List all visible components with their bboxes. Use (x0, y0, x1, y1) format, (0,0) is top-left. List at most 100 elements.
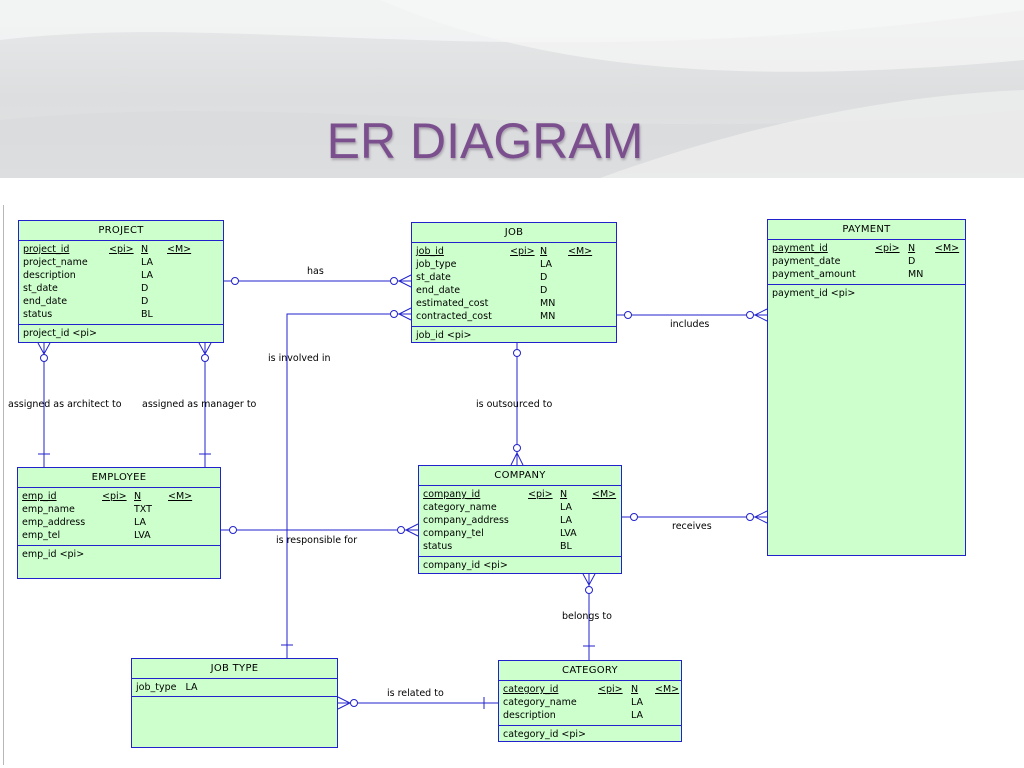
attribute-type: MN (540, 298, 556, 309)
entity-payment[interactable]: PAYMENT payment_id <pi> N <M> payment_da… (767, 219, 966, 556)
attribute-row: project_id <pi> N <M> (23, 243, 223, 256)
entity-category[interactable]: CATEGORY category_id <pi> N <M> category… (498, 660, 682, 742)
attribute-pi: <pi> (528, 489, 553, 500)
attribute-row: estimated_cost MN (416, 297, 616, 310)
attribute-row: emp_tel LVA (22, 529, 220, 542)
identifier: category_id <pi> (503, 729, 587, 740)
attribute-row: payment_amount MN (772, 268, 965, 281)
entity-company[interactable]: COMPANY company_id <pi> N <M> category_n… (418, 465, 622, 574)
attribute-type: LVA (560, 528, 577, 539)
attribute-type: BL (560, 541, 572, 552)
attribute-name: contracted_cost (416, 311, 492, 322)
attribute-name: payment_amount (772, 269, 856, 280)
relationship-label-includes: includes (670, 319, 710, 330)
identifier: emp_id <pi> (22, 549, 85, 560)
attribute-row: emp_id <pi> N <M> (22, 490, 220, 503)
entity-name: PAYMENT (768, 220, 965, 240)
attribute-list: emp_id <pi> N <M> emp_name TXT emp_addres… (18, 488, 220, 546)
attribute-name: emp_name (22, 504, 75, 515)
relationship-label-belongs-to: belongs to (562, 611, 612, 622)
attribute-name: estimated_cost (416, 298, 489, 309)
attribute-type: N (141, 244, 149, 255)
identifier: job_id <pi> (416, 330, 472, 341)
entity-name: PROJECT (19, 221, 223, 241)
attribute-type: MN (908, 269, 924, 280)
attribute-name: payment_date (772, 256, 841, 267)
slide-frame-edge (3, 205, 4, 765)
attribute-pi: <pi> (102, 491, 127, 502)
attribute-type: N (560, 489, 568, 500)
attribute-type: LA (631, 697, 644, 708)
relationship-label-is-involved-in: is involved in (268, 353, 331, 364)
attribute-row: company_tel LVA (423, 527, 621, 540)
attribute-type: LA (631, 710, 644, 721)
attribute-name: job_id (416, 246, 444, 257)
attribute-pi: <pi> (109, 244, 134, 255)
attribute-name: job_type (416, 259, 457, 270)
attribute-pi: <pi> (875, 243, 900, 254)
attribute-row: company_id <pi> N <M> (423, 488, 621, 501)
attribute-type: LA (560, 515, 573, 526)
identifier: project_id <pi> (23, 328, 98, 339)
attribute-name: emp_id (22, 491, 57, 502)
attribute-mandatory: <M> (655, 684, 680, 695)
attribute-type: D (540, 285, 548, 296)
attribute-type: LA (134, 517, 147, 528)
relationship-label-has: has (307, 266, 324, 277)
attribute-type: BL (141, 309, 153, 320)
attribute-mandatory: <M> (167, 244, 192, 255)
attribute-row: job_id <pi> N <M> (416, 245, 616, 258)
attribute-mandatory: <M> (935, 243, 960, 254)
entity-name: JOB TYPE (132, 659, 337, 679)
attribute-row: status BL (423, 540, 621, 553)
attribute-name: company_address (423, 515, 509, 526)
attribute-name: end_date (416, 285, 461, 296)
attribute-type: LA (141, 257, 154, 268)
attribute-mandatory: <M> (568, 246, 593, 257)
header-swoosh-decoration (0, 0, 1024, 178)
attribute-type: LA (560, 502, 573, 513)
attribute-name: status (423, 541, 453, 552)
entity-name: JOB (412, 223, 616, 243)
relationship-label-is-responsible-for: is responsible for (276, 535, 358, 546)
attribute-type: D (540, 272, 548, 283)
entity-name: COMPANY (419, 466, 621, 486)
entity-project[interactable]: PROJECT project_id <pi> N <M> project_na… (18, 220, 224, 343)
page-title: ER DIAGRAM (326, 113, 644, 169)
attribute-name: category_id (503, 684, 559, 695)
attribute-row: project_name LA (23, 256, 223, 269)
attribute-name: project_name (23, 257, 88, 268)
attribute-name: category_name (503, 697, 577, 708)
attribute-type: TXT (134, 504, 152, 515)
attribute-type: D (141, 283, 149, 294)
attribute-name: emp_tel (22, 530, 61, 541)
entity-job-type[interactable]: JOB TYPE job_type LA (131, 658, 338, 748)
attribute-list: project_id <pi> N <M> project_name LA des… (19, 241, 223, 325)
attribute-type: N (908, 243, 916, 254)
attribute-type: N (540, 246, 548, 257)
attribute-name: company_tel (423, 528, 484, 539)
attribute-type: LVA (134, 530, 151, 541)
attribute-name: job_type LA (136, 682, 198, 693)
identifier: payment_id <pi> (772, 288, 856, 299)
relationship-label-assigned-as-manager-to: assigned as manager to (142, 399, 257, 410)
identifier: company_id <pi> (423, 560, 508, 571)
attribute-type: D (141, 296, 149, 307)
attribute-name: description (503, 710, 556, 721)
attribute-row: job_type LA (136, 681, 337, 694)
attribute-row: payment_id <pi> N <M> (772, 242, 965, 255)
attribute-name: status (23, 309, 53, 320)
